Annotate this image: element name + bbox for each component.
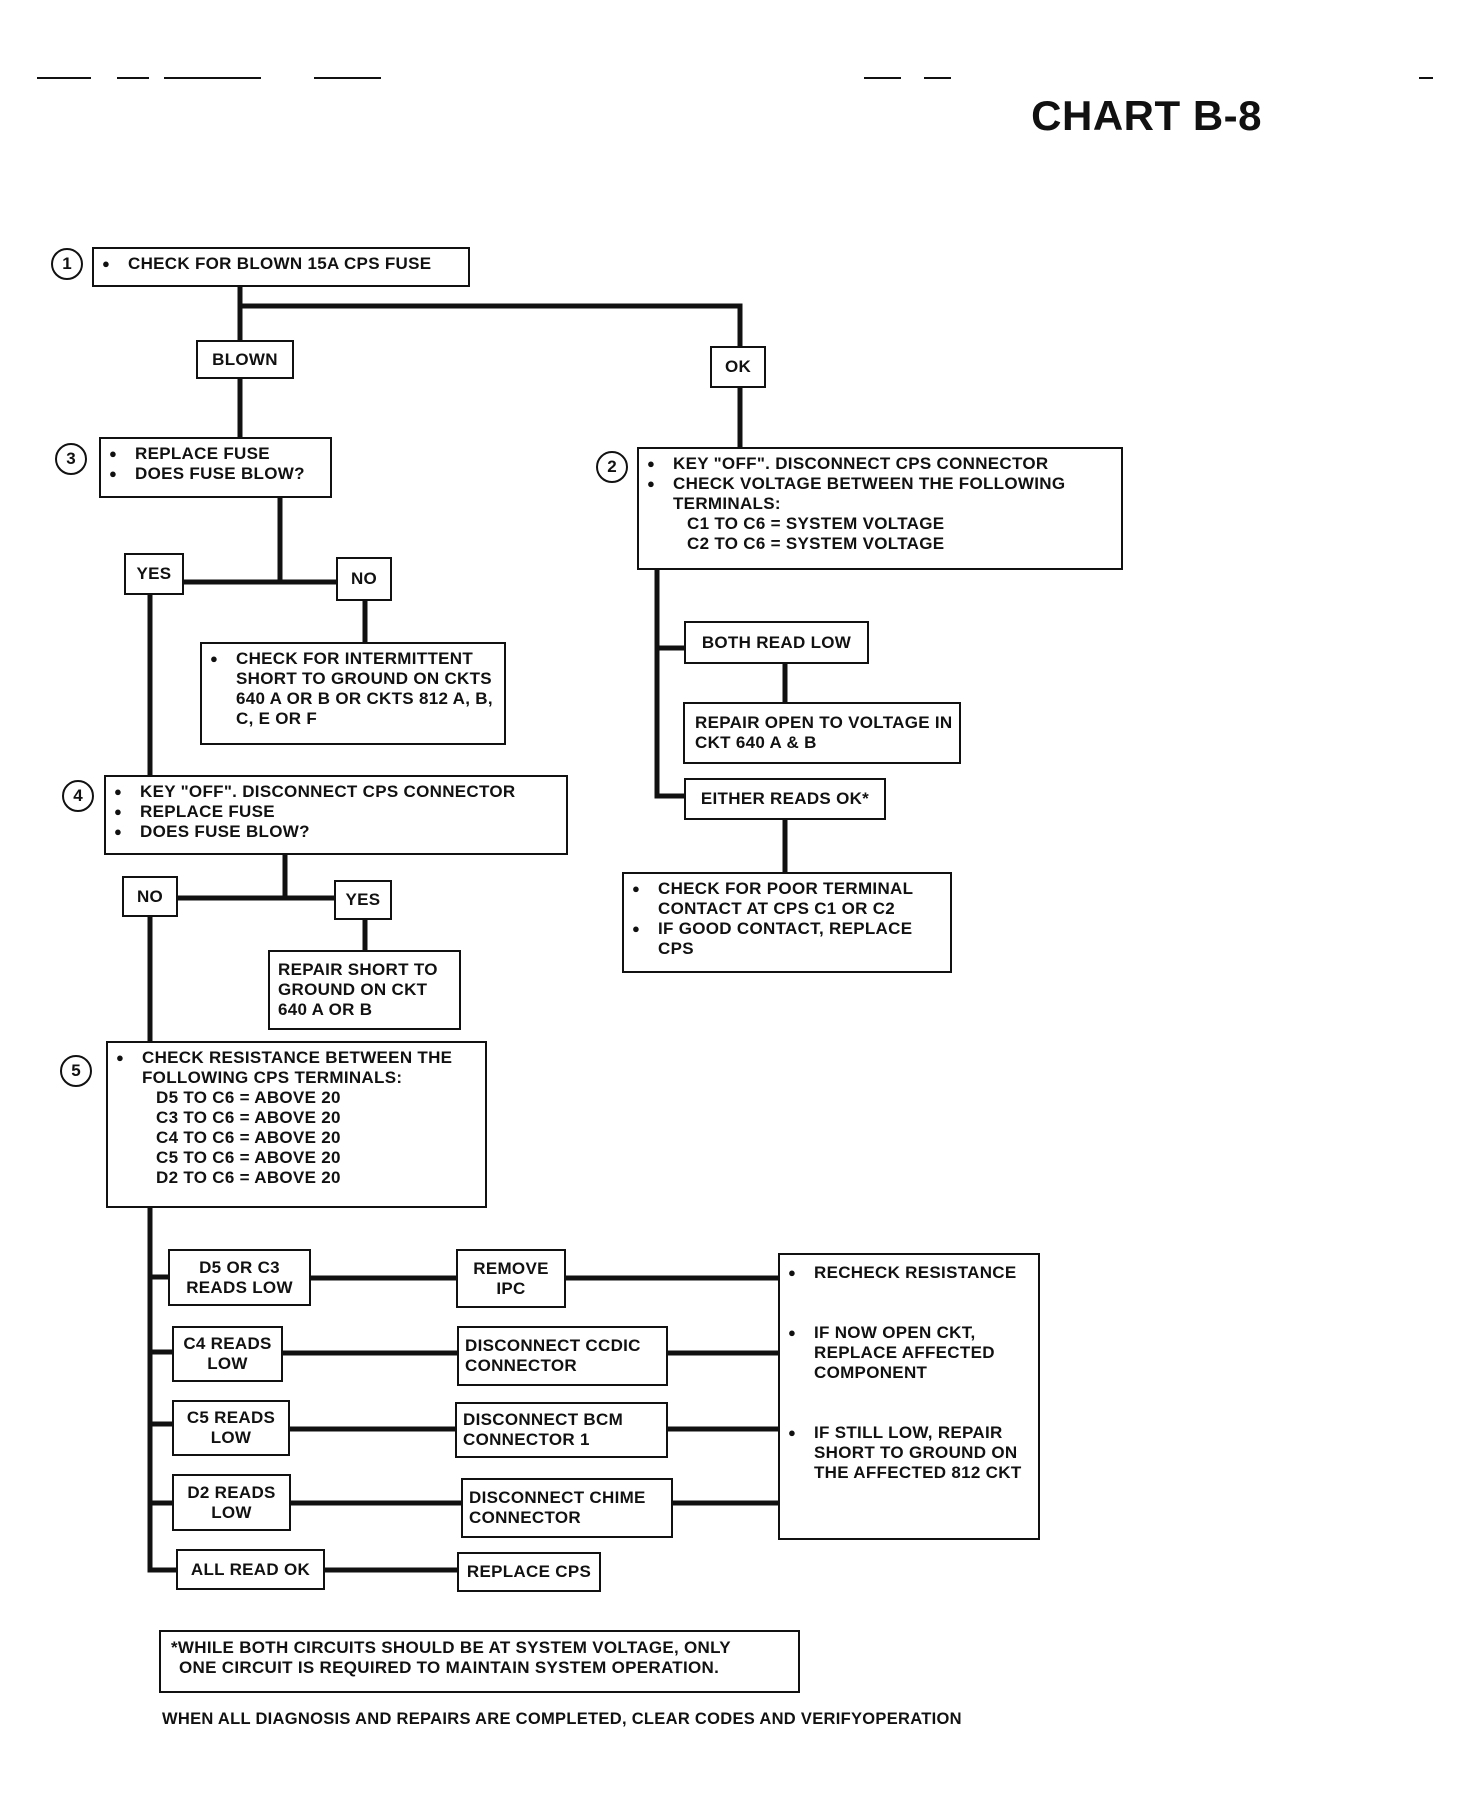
step-1-line: CHECK FOR BLOWN 15A CPS FUSE [102, 254, 458, 274]
connector-d5c3 [147, 1274, 783, 1281]
step-4-box: KEY "OFF". DISCONNECT CPS CONNECTOR REPL… [104, 775, 568, 855]
blown-label: BLOWN [196, 340, 294, 379]
intermittent-short-line: CHECK FOR INTERMITTENT SHORT TO GROUND O… [210, 649, 494, 729]
connector-s3-split [182, 495, 340, 585]
step-3-box: REPLACE FUSE DOES FUSE BLOW? [99, 437, 332, 498]
connector-c5 [147, 1421, 783, 1432]
step-5-sub-4: C5 TO C6 = ABOVE 20 [156, 1148, 341, 1167]
step-5-box: CHECK RESISTANCE BETWEEN THE FOLLOWING C… [106, 1041, 487, 1208]
footer-instruction: WHEN ALL DIAGNOSIS AND REPAIRS ARE COMPL… [162, 1710, 962, 1728]
repair-short-box: REPAIR SHORT TO GROUND ON CKT 640 A OR B [268, 950, 461, 1030]
footnote-box: *WHILE BOTH CIRCUITS SHOULD BE AT SYSTEM… [159, 1630, 800, 1693]
recheck-line-3: IF STILL LOW, REPAIR SHORT TO GROUND ON … [788, 1423, 1028, 1483]
either-reads-ok-label: EITHER READS OK* [684, 778, 886, 820]
poor-contact-box: CHECK FOR POOR TERMINAL CONTACT AT CPS C… [622, 872, 952, 973]
replace-cps-box: REPLACE CPS [457, 1552, 601, 1592]
yes-label-2: YES [334, 880, 392, 920]
step-1-box: CHECK FOR BLOWN 15A CPS FUSE [92, 247, 470, 287]
chart-title: CHART B-8 [1031, 92, 1262, 139]
step-2-line-2: CHECK VOLTAGE BETWEEN THE FOLLOWING TERM… [647, 474, 1111, 514]
connector-s2-trunk [654, 567, 691, 799]
step-2-box: KEY "OFF". DISCONNECT CPS CONNECTOR CHEC… [637, 447, 1123, 570]
step-4-line-3: DOES FUSE BLOW? [114, 822, 556, 842]
footnote-line-2: ONE CIRCUIT IS REQUIRED TO MAINTAIN SYST… [179, 1658, 720, 1677]
connector-s1-split [237, 282, 743, 351]
remove-ipc-box: REMOVE IPC [456, 1249, 566, 1308]
step-5-line-1: CHECK RESISTANCE BETWEEN THE FOLLOWING C… [116, 1048, 475, 1088]
all-read-ok-label: ALL READ OK [176, 1549, 325, 1590]
poor-contact-line-2: IF GOOD CONTACT, REPLACE CPS [632, 919, 940, 959]
recheck-resistance-box: RECHECK RESISTANCE IF NOW OPEN CKT, REPL… [778, 1253, 1040, 1540]
poor-contact-line-1: CHECK FOR POOR TERMINAL CONTACT AT CPS C… [632, 879, 940, 919]
recheck-line-1: RECHECK RESISTANCE [788, 1263, 1028, 1283]
intermittent-short-box: CHECK FOR INTERMITTENT SHORT TO GROUND O… [200, 642, 506, 745]
step-5-sub-2: C3 TO C6 = ABOVE 20 [156, 1108, 341, 1127]
step-3-line-2: DOES FUSE BLOW? [109, 464, 320, 484]
step-number-3: 3 [55, 443, 87, 475]
step-2-sub-2: C2 TO C6 = SYSTEM VOLTAGE [687, 534, 945, 553]
ok-label: OK [710, 346, 766, 388]
step-number-4: 4 [62, 780, 94, 812]
step-number-1: 1 [51, 248, 83, 280]
c4-reads-low-label: C4 READS LOW [172, 1326, 283, 1382]
step-4-line-1: KEY "OFF". DISCONNECT CPS CONNECTOR [114, 782, 556, 802]
repair-open-box: REPAIR OPEN TO VOLTAGE IN CKT 640 A & B [683, 702, 961, 764]
step-5-sub-3: C4 TO C6 = ABOVE 20 [156, 1128, 341, 1147]
step-3-line-1: REPLACE FUSE [109, 444, 320, 464]
step-2-sub-1: C1 TO C6 = SYSTEM VOLTAGE [687, 514, 945, 533]
step-5-sub-1: D5 TO C6 = ABOVE 20 [156, 1088, 341, 1107]
no-label-1: NO [336, 557, 392, 601]
disconnect-ccdic-box: DISCONNECT CCDIC CONNECTOR [457, 1326, 668, 1386]
disconnect-bcm-box: DISCONNECT BCM CONNECTOR 1 [455, 1402, 668, 1458]
step-number-2: 2 [596, 451, 628, 483]
step-number-5: 5 [60, 1055, 92, 1087]
connector-c4 [147, 1349, 783, 1356]
step-2-line-1: KEY "OFF". DISCONNECT CPS CONNECTOR [647, 454, 1111, 474]
both-read-low-label: BOTH READ LOW [684, 621, 869, 664]
recheck-line-2: IF NOW OPEN CKT, REPLACE AFFECTED COMPON… [788, 1323, 1028, 1383]
c5-reads-low-label: C5 READS LOW [172, 1400, 290, 1456]
d5-c3-reads-low-label: D5 OR C3 READS LOW [168, 1249, 311, 1306]
step-5-sub-5: D2 TO C6 = ABOVE 20 [156, 1168, 341, 1187]
disconnect-chime-box: DISCONNECT CHIME CONNECTOR [461, 1478, 673, 1538]
footnote-line-1: *WHILE BOTH CIRCUITS SHOULD BE AT SYSTEM… [171, 1638, 731, 1657]
connector-s4-split [174, 850, 340, 901]
no-label-2: NO [122, 876, 178, 917]
d2-reads-low-label: D2 READS LOW [172, 1474, 291, 1531]
connector-s5-trunk [147, 1205, 181, 1573]
yes-label-1: YES [124, 553, 184, 595]
step-4-line-2: REPLACE FUSE [114, 802, 556, 822]
